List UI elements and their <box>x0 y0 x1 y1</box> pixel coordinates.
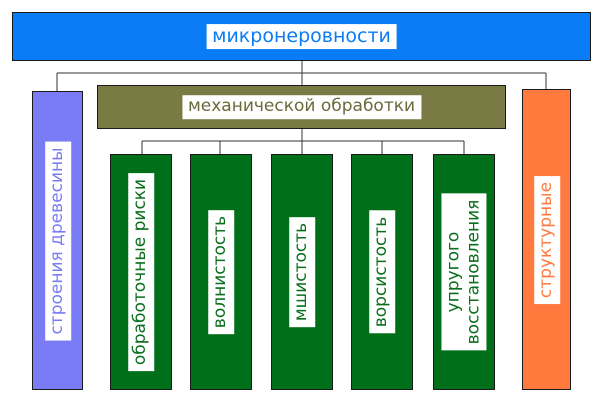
leaf-elastic-recovery-label: упругого восстановления <box>441 193 487 351</box>
branch-machining: механической обработки <box>97 85 506 129</box>
leaf-machining-marks: обработочные риски <box>110 154 172 390</box>
leaf-mossiness: мшистость <box>271 154 333 390</box>
root-node: микронеровности <box>12 12 591 61</box>
leaf-fuzziness-label: ворсистость <box>369 210 395 334</box>
branch-structural: структурные <box>522 89 571 390</box>
branch-wood-structure: строения древесины <box>32 91 83 390</box>
leaf-machining-marks-label: обработочные риски <box>128 172 154 372</box>
branch-machining-label: механической обработки <box>181 95 422 119</box>
leaf-waviness-label: волнистость <box>208 209 234 335</box>
leaf-fuzziness: ворсистость <box>351 154 413 390</box>
branch-structural-label: структурные <box>533 175 560 304</box>
root-label: микронеровности <box>206 23 397 50</box>
leaf-elastic-recovery: упругого восстановления <box>433 154 495 390</box>
branch-wood-structure-label: строения древесины <box>44 140 71 341</box>
leaf-mossiness-label: мшистость <box>289 216 315 328</box>
leaf-waviness: волнистость <box>190 154 252 390</box>
